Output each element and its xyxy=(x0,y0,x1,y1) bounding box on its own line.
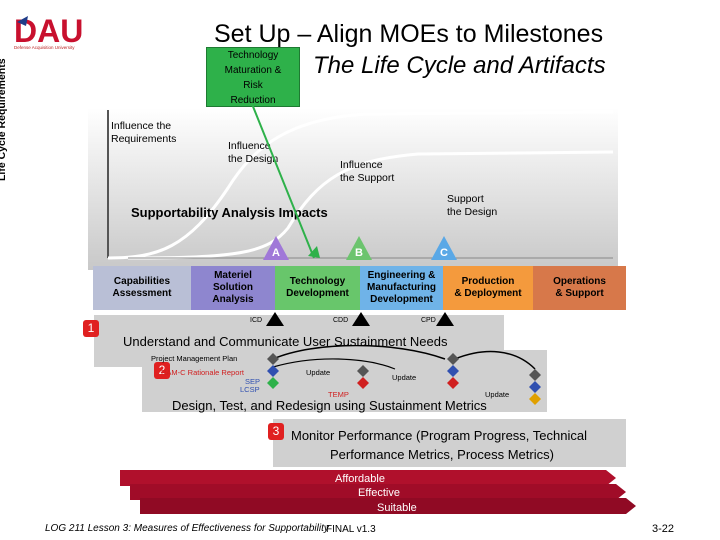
phase-technology: Technology Development xyxy=(275,266,360,310)
tech-box-line: Maturation & xyxy=(224,65,282,76)
arrow-affordable: Affordable xyxy=(335,473,385,485)
graph-y-label: Life Cycle Requirements xyxy=(0,58,8,181)
phase-capabilities: Capabilities Assessment xyxy=(93,266,191,310)
step3-text-line2: Performance Metrics, Process Metrics) xyxy=(330,447,554,462)
step1-number: 1 xyxy=(83,320,99,337)
review-cpd-label: CPD xyxy=(421,317,436,324)
step2-update-1: Update xyxy=(306,368,331,377)
step2-sep: SEP xyxy=(245,377,261,386)
dau-logo: DAU Defense Acquisition University xyxy=(12,12,112,54)
tech-box-line: Technology xyxy=(227,50,279,61)
technology-maturation-box: Technology Maturation & Risk Reduction xyxy=(206,47,300,107)
tech-box-line: Reduction xyxy=(230,95,276,106)
step2-temp: TEMP xyxy=(328,390,349,399)
arrow-effective: Effective xyxy=(358,487,400,499)
review-icd-label: ICD xyxy=(250,317,263,324)
step2-text: Design, Test, and Redesign using Sustain… xyxy=(172,398,487,413)
milestone-a-icon: A xyxy=(263,236,289,260)
page-title: Set Up – Align MOEs to Milestones xyxy=(214,20,604,48)
footer-course: LOG 211 Lesson 3: Measures of Effectiven… xyxy=(45,523,329,534)
graph-label-support-design: Support the Design xyxy=(447,193,498,218)
phase-emd: Engineering & Manufacturing Development xyxy=(360,266,443,310)
step3-text-line1: Monitor Performance (Program Progress, T… xyxy=(291,428,587,443)
step2-box xyxy=(142,350,547,412)
step2-update-3: Update xyxy=(485,390,510,399)
svg-text:C: C xyxy=(440,247,448,259)
logo-text: DAU xyxy=(14,13,83,46)
logo-subtext: Defense Acquisition University xyxy=(14,45,75,50)
phase-materiel: Materiel Solution Analysis xyxy=(191,266,275,310)
milestone-b-icon: B xyxy=(346,236,372,260)
review-cpd-icon xyxy=(436,312,454,326)
step3-number: 3 xyxy=(268,423,284,440)
graph-label-requirements: Influence the Requirements xyxy=(111,120,177,145)
phase-operations: Operations & Support xyxy=(533,266,626,310)
step3-box xyxy=(273,419,626,467)
step2-lcsp: LCSP xyxy=(240,385,260,394)
tech-maturation-arrow xyxy=(251,103,320,259)
review-icd-icon xyxy=(266,312,284,326)
page-subtitle: The Life Cycle and Artifacts xyxy=(313,52,606,79)
step2-project-plan: Project Management Plan xyxy=(151,354,238,363)
footer-version: FINAL v1.3 xyxy=(326,524,376,535)
step2-number: 2 xyxy=(154,362,170,379)
acquisition-phases: Capabilities Assessment Materiel Solutio… xyxy=(93,262,626,310)
arrow-suitable: Suitable xyxy=(377,502,417,514)
supportability-impacts-label: Supportability Analysis Impacts xyxy=(131,205,328,220)
step2-arcs xyxy=(267,345,541,405)
step2-ramc: RAM-C Rationale Report xyxy=(161,368,244,377)
milestone-c-icon: C xyxy=(431,236,457,260)
life-cycle-graph xyxy=(88,108,618,270)
logo-star-icon xyxy=(17,16,28,26)
svg-text:A: A xyxy=(272,247,280,259)
review-cdd-label: CDD xyxy=(333,317,349,324)
tech-box-line: Risk xyxy=(243,80,263,91)
footer-page: 3-22 xyxy=(652,523,675,535)
graph-label-design: Influence the Design xyxy=(228,140,279,165)
step2-update-2: Update xyxy=(392,373,417,382)
outcome-arrows xyxy=(120,470,636,514)
svg-text:B: B xyxy=(355,247,363,259)
review-cdd-icon xyxy=(352,312,370,326)
graph-label-support: Influence the Support xyxy=(340,159,395,184)
phase-production: Production & Deployment xyxy=(443,266,533,310)
